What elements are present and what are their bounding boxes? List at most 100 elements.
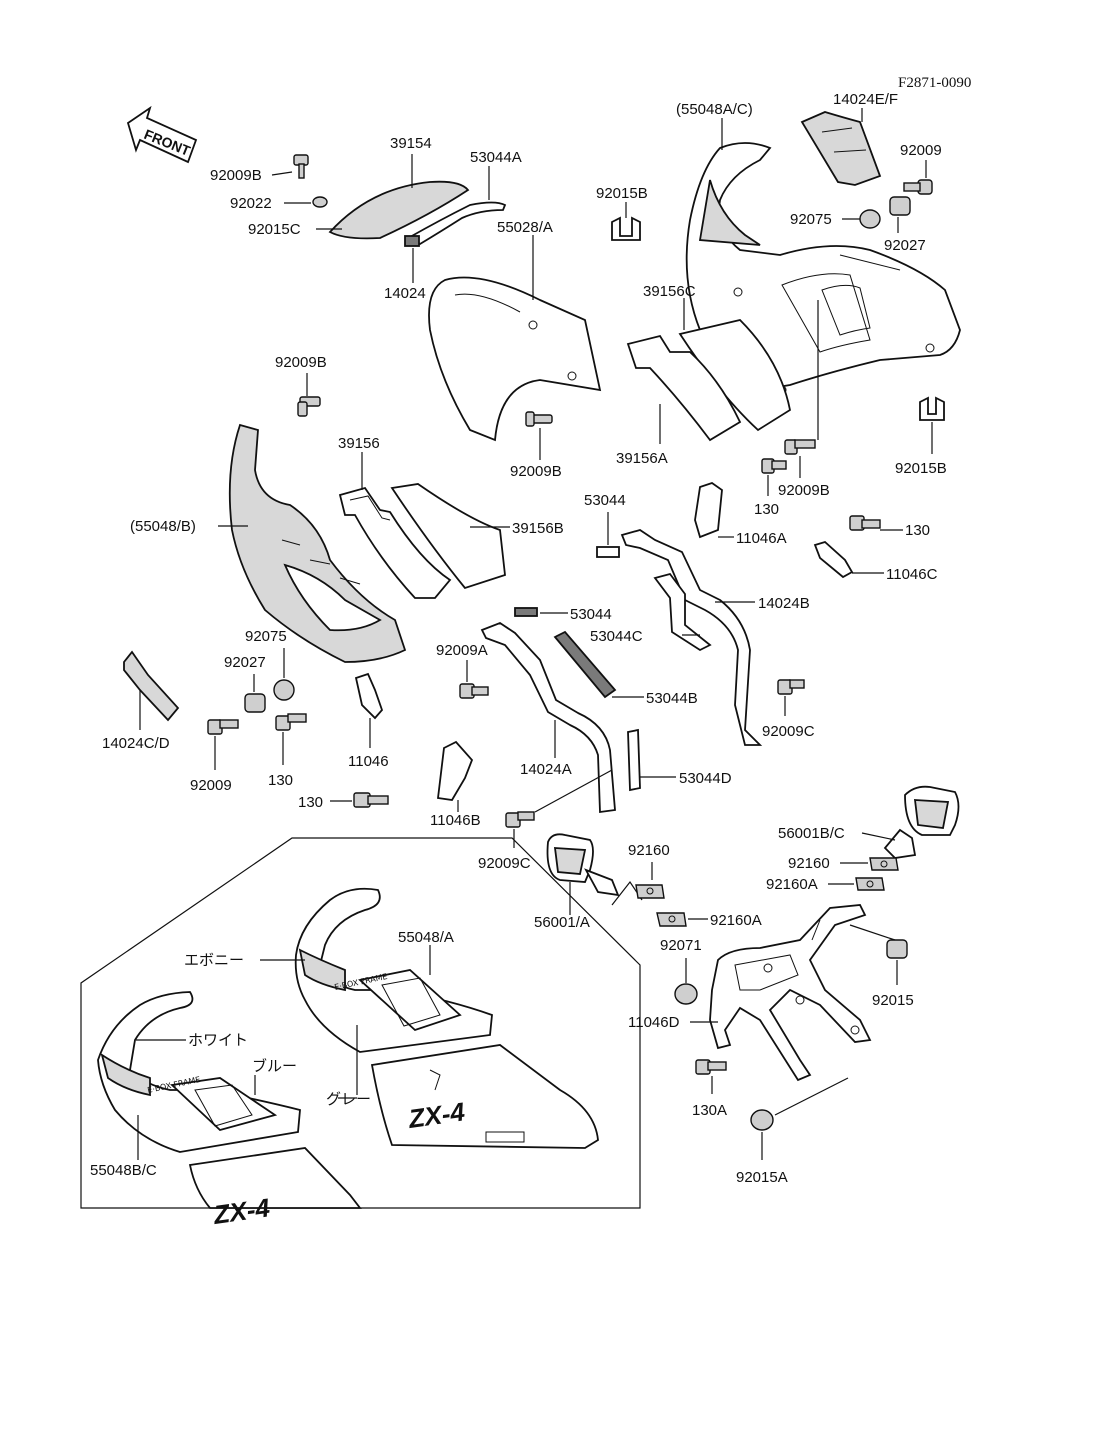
part-53044D-strip — [627, 728, 641, 792]
part-92009C-bolt-icon-2 — [505, 811, 535, 828]
part-11046C-bracket — [813, 540, 854, 579]
part-130-bolt-icon-4 — [353, 792, 389, 808]
label-92027-2: 92027 — [224, 654, 266, 671]
part-11046-bracket — [354, 672, 384, 720]
label-92015A: 92015A — [736, 1169, 788, 1186]
part-92009B-bolt-icon — [293, 154, 309, 179]
label-14024B: 14024B — [758, 595, 810, 612]
color-variant-inset-frame — [80, 837, 641, 1209]
label-92009C: 92009C — [762, 723, 815, 740]
label-92015B-2: 92015B — [895, 460, 947, 477]
label-39156: 39156 — [338, 435, 380, 452]
part-39156B-strip — [390, 483, 506, 590]
label-92009B-3: 92009B — [275, 354, 327, 371]
part-55048AC-upper-cowl — [685, 142, 961, 391]
label-53044D: 53044D — [679, 770, 732, 787]
label-11046B: 11046B — [430, 812, 481, 829]
label-39156A: 39156A — [616, 450, 668, 467]
label-56001BC: 56001B/C — [778, 825, 845, 842]
label-130-2: 130 — [905, 522, 930, 539]
label-55048A: 55048/A — [398, 929, 454, 946]
label-53044A: 53044A — [470, 149, 522, 166]
part-130A-bolt-icon — [695, 1059, 727, 1075]
part-55048B-side-cowl — [228, 423, 407, 663]
label-130-4: 130 — [298, 794, 323, 811]
label-92075-2: 92075 — [245, 628, 287, 645]
part-92009B-bolt-icon-4 — [784, 439, 816, 455]
part-92009-bolt-icon — [903, 179, 933, 195]
part-92015A-nut-icon — [750, 1109, 774, 1131]
part-53044-pad-icon — [596, 546, 620, 558]
label-55048AC: (55048A/C) — [676, 101, 753, 118]
label-92027: 92027 — [884, 237, 926, 254]
part-92160-washer-icon — [635, 884, 665, 899]
label-blue: ブルー — [252, 1057, 297, 1075]
label-92009A: 92009A — [436, 642, 488, 659]
label-53044C: 53044C — [590, 628, 643, 645]
label-39156C: 39156C — [643, 283, 696, 300]
label-53044-2: 53044 — [570, 606, 612, 623]
part-92009B-bolt-icon-2 — [525, 411, 553, 427]
label-14024EF: 14024E/F — [833, 91, 898, 108]
label-55048BC: 55048B/C — [90, 1162, 157, 1179]
part-14024B-bracket — [620, 529, 763, 746]
label-14024CD: 14024C/D — [102, 735, 170, 752]
label-92160: 92160 — [628, 842, 670, 859]
part-53044A-strip — [408, 201, 507, 246]
label-92160A: 92160A — [710, 912, 762, 929]
part-92009-bolt-icon-2 — [207, 719, 239, 735]
part-14024CD-bracket — [123, 650, 180, 722]
label-92009B-2: 92009B — [510, 463, 562, 480]
part-92160A-washer-icon — [656, 912, 687, 927]
part-14024EF-bracket — [800, 111, 882, 186]
part-92075-grommet-icon — [859, 209, 881, 229]
label-92009B: 92009B — [210, 167, 262, 184]
part-92015B-clip-icon — [611, 216, 641, 241]
diagram-code: F2871-0090 — [898, 75, 971, 91]
label-white: ホワイト — [188, 1031, 248, 1049]
part-53044B-strip — [553, 630, 617, 699]
part-55028A-inner-panel — [428, 276, 602, 442]
inset-cowl-55048BC: E·BOX FRAME ZX-4 — [97, 991, 362, 1230]
label-130A: 130A — [692, 1102, 727, 1119]
part-92009C-bolt-icon — [777, 679, 805, 695]
label-92009C-2: 92009C — [478, 855, 531, 872]
part-130-bolt-icon-2 — [849, 515, 881, 531]
part-14024A-bracket — [480, 621, 616, 814]
label-92009B-4: 92009B — [778, 482, 830, 499]
front-arrow-icon: FRONT — [126, 105, 198, 164]
label-56001A: 56001/A — [534, 914, 590, 931]
label-92015C: 92015C — [248, 221, 301, 238]
label-92009-2: 92009 — [190, 777, 232, 794]
part-14024-clip-icon — [404, 235, 420, 247]
label-92015: 92015 — [872, 992, 914, 1009]
label-55048B: (55048/B) — [130, 518, 196, 535]
part-92015B-clip-icon-2 — [919, 396, 945, 421]
part-39156A-strip — [626, 334, 742, 442]
label-39156B: 39156B — [512, 520, 564, 537]
part-92027-spacer-icon — [889, 196, 911, 216]
label-92009: 92009 — [900, 142, 942, 159]
label-39154: 39154 — [390, 135, 432, 152]
part-53044-pad-icon-2 — [514, 607, 538, 617]
label-ebony: エボニー — [184, 951, 244, 969]
part-92160A-washer-icon-2 — [855, 877, 885, 891]
label-53044: 53044 — [584, 492, 626, 509]
part-11046A-bracket — [694, 482, 723, 539]
part-92160-washer-icon-2 — [869, 857, 899, 871]
label-11046: 11046 — [348, 753, 389, 770]
label-11046C: 11046C — [886, 566, 938, 583]
part-92015-nut-icon — [886, 939, 908, 959]
part-39156-strip — [338, 486, 452, 599]
part-92027-spacer-icon-2 — [244, 693, 266, 713]
label-130: 130 — [754, 501, 779, 518]
part-92075-grommet-icon-2 — [273, 679, 295, 701]
part-130-bolt-icon-3 — [275, 713, 307, 731]
part-130-bolt-icon — [761, 458, 787, 474]
part-11046B-bracket — [437, 740, 474, 801]
label-53044B: 53044B — [646, 690, 698, 707]
label-92015B: 92015B — [596, 185, 648, 202]
label-92075: 92075 — [790, 211, 832, 228]
